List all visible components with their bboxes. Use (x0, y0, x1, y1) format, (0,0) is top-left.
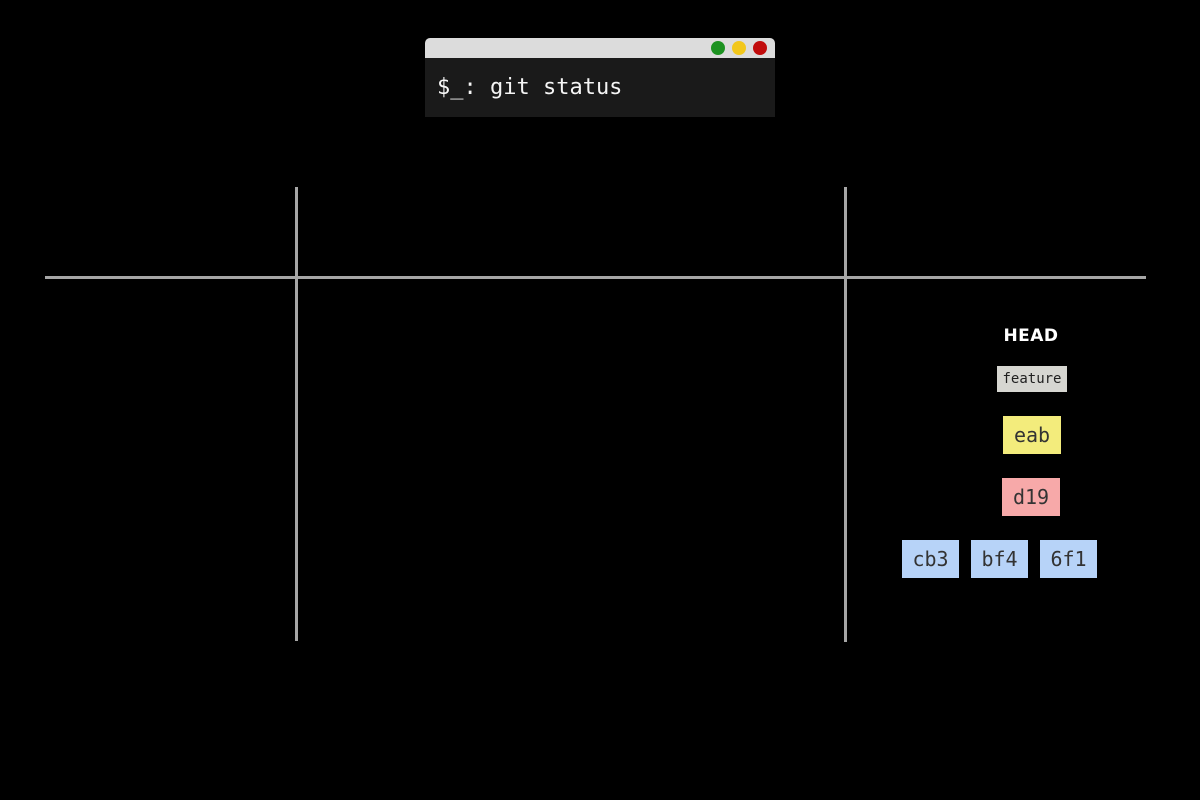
terminal-titlebar (425, 38, 775, 58)
column-divider-right-line (844, 187, 847, 642)
terminal-body: $_: git status (425, 58, 775, 117)
terminal-window: $_: git status (425, 38, 775, 117)
maximize-button[interactable] (732, 41, 746, 55)
commit-node-d19: d19 (1002, 478, 1060, 516)
commit-node-bf4: bf4 (971, 540, 1028, 578)
column-divider-left-line (295, 187, 298, 641)
commit-node-eab: eab (1003, 416, 1061, 454)
minimize-button[interactable] (711, 41, 725, 55)
close-button[interactable] (753, 41, 767, 55)
commit-node-cb3: cb3 (902, 540, 959, 578)
branch-tag-feature: feature (997, 366, 1067, 392)
table-header-divider-line (45, 276, 1146, 279)
commit-node-6f1: 6f1 (1040, 540, 1097, 578)
terminal-command-text: $_: git status (437, 75, 623, 100)
head-label: HEAD (1003, 326, 1059, 346)
